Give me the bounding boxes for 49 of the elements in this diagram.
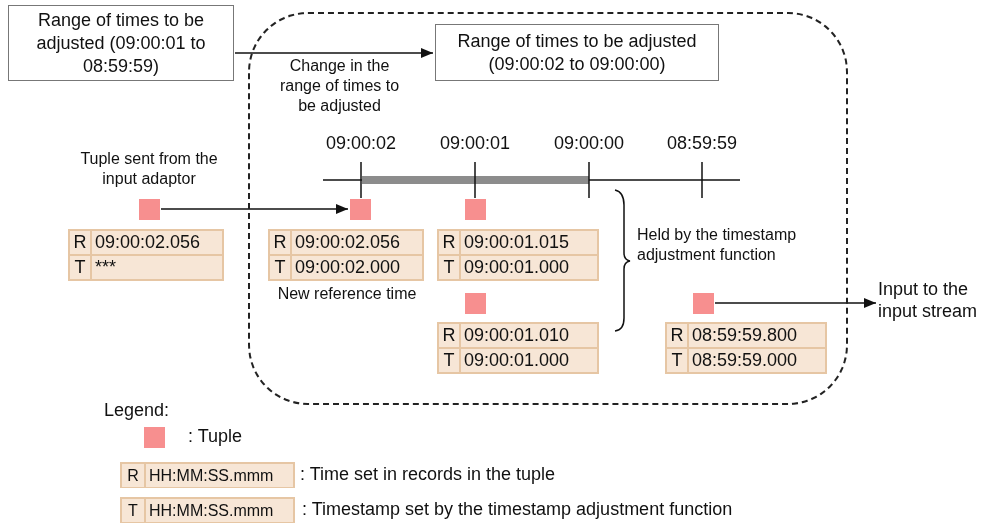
table-cell: 09:00:01.000 bbox=[460, 348, 598, 373]
table-cell: 08:59:59.800 bbox=[688, 323, 826, 348]
table-cell: R bbox=[438, 323, 460, 348]
legend-title: Legend: bbox=[104, 399, 171, 421]
tick-label: 09:00:02 bbox=[324, 132, 398, 154]
table-cell: 09:00:01.010 bbox=[460, 323, 598, 348]
table-cell: 09:00:02.056 bbox=[91, 230, 223, 255]
range-box: Range of times to be adjusted (09:00:02 to 09:00:00) bbox=[435, 24, 719, 81]
tick-label: 08:59:59 bbox=[665, 132, 739, 154]
table-cell: R bbox=[666, 323, 688, 348]
table-cell: T bbox=[69, 255, 91, 280]
table-cell: T bbox=[438, 255, 460, 280]
caption-text: Tuple sent from the input adaptor bbox=[79, 149, 219, 189]
table-cell: R bbox=[69, 230, 91, 255]
record-table bbox=[665, 322, 827, 374]
record-table bbox=[437, 229, 599, 281]
tuple-square bbox=[693, 293, 714, 314]
note-text: Held by the timestamp adjustment function bbox=[637, 225, 798, 265]
table-cell: R bbox=[269, 230, 291, 255]
record-table bbox=[437, 322, 599, 374]
table-cell: T bbox=[438, 348, 460, 373]
tuple-square bbox=[465, 199, 486, 220]
table-cell: T bbox=[121, 498, 145, 523]
table-cell: 09:00:01.015 bbox=[460, 230, 598, 255]
tick-label: 09:00:00 bbox=[552, 132, 626, 154]
legend-text: : Tuple bbox=[188, 425, 243, 447]
arrow bbox=[714, 298, 877, 308]
table-cell: R bbox=[438, 230, 460, 255]
tuple-square bbox=[465, 293, 486, 314]
arrow bbox=[234, 48, 434, 58]
tick-label: 09:00:01 bbox=[438, 132, 512, 154]
caption-text: New reference time bbox=[276, 284, 418, 304]
table-cell: 09:00:01.000 bbox=[460, 255, 598, 280]
range-box: Range of times to be adjusted (09:00:01 to 08:59:59) bbox=[8, 5, 234, 81]
output-text: Input to the input stream bbox=[878, 278, 1002, 328]
table-cell: *** bbox=[91, 255, 223, 280]
table-cell: R bbox=[121, 463, 145, 488]
table-cell: 09:00:02.056 bbox=[291, 230, 423, 255]
table-cell: T bbox=[269, 255, 291, 280]
table-cell: HH:MM:SS.mmm bbox=[145, 498, 294, 523]
table-cell: HH:MM:SS.mmm bbox=[145, 463, 294, 488]
tuple-square bbox=[350, 199, 371, 220]
table-cell: 08:59:59.000 bbox=[688, 348, 826, 373]
table-cell: 09:00:02.000 bbox=[291, 255, 423, 280]
legend-text: : Time set in records in the tuple bbox=[300, 463, 556, 485]
arrow bbox=[160, 204, 349, 214]
legend-text: : Timestamp set by the timestamp adjustment function bbox=[302, 498, 733, 520]
table-cell: T bbox=[666, 348, 688, 373]
record-table bbox=[68, 229, 224, 281]
